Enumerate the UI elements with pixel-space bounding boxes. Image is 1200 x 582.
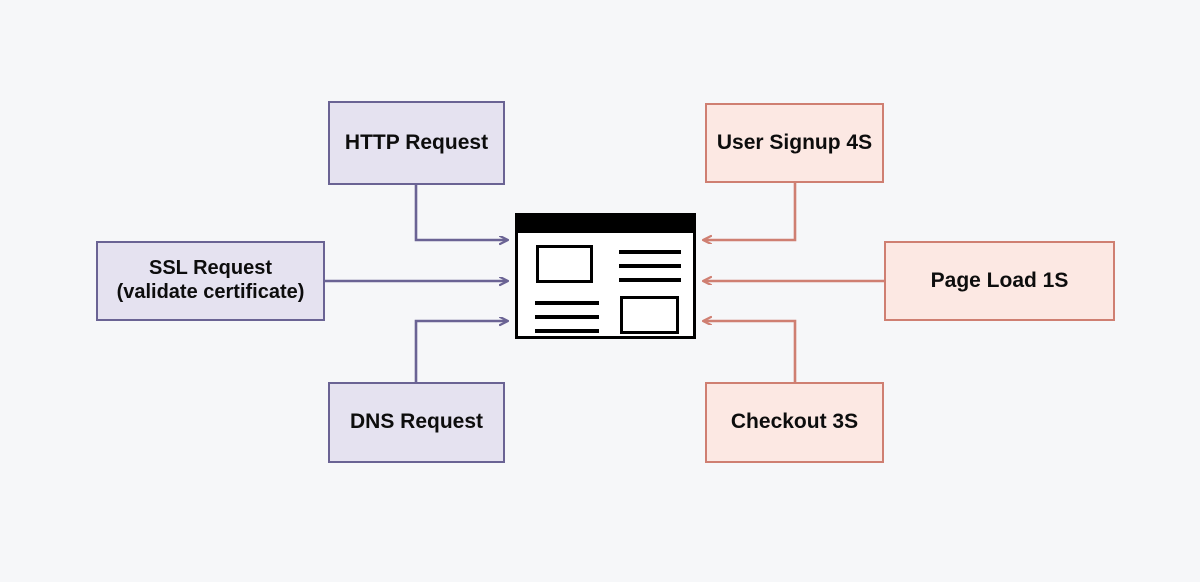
- node-page-load-label: Page Load 1S: [930, 268, 1069, 292]
- connector-user-signup: [704, 183, 797, 240]
- content-text-line-top-right-3: [619, 278, 681, 282]
- content-text-line-bottom-left-1: [535, 301, 599, 305]
- node-http-request-label: HTTP Request: [344, 130, 489, 154]
- browser-window-mockup: [515, 213, 696, 339]
- node-ssl-request-label: SSL Request (validate certificate): [116, 257, 305, 303]
- content-text-line-top-right-2: [619, 264, 681, 268]
- node-ssl-request[interactable]: SSL Request (validate certificate): [96, 241, 325, 321]
- node-dns-request[interactable]: DNS Request: [328, 382, 505, 463]
- node-dns-request-label: DNS Request: [349, 410, 484, 434]
- node-http-request[interactable]: HTTP Request: [328, 101, 505, 185]
- content-image-placeholder-top-left: [536, 245, 593, 283]
- node-checkout-label: Checkout 3S: [730, 410, 859, 434]
- content-text-line-bottom-left-2: [535, 315, 599, 319]
- node-page-load[interactable]: Page Load 1S: [884, 241, 1115, 321]
- node-user-signup[interactable]: User Signup 4S: [705, 103, 884, 183]
- content-text-line-bottom-left-3: [535, 329, 599, 333]
- browser-titlebar: [518, 216, 693, 233]
- node-user-signup-label: User Signup 4S: [716, 130, 873, 154]
- connector-http-request: [414, 185, 507, 240]
- node-checkout[interactable]: Checkout 3S: [705, 382, 884, 463]
- content-text-line-top-right-1: [619, 250, 681, 254]
- browser-content-area: [518, 233, 693, 336]
- content-image-placeholder-bottom-right: [620, 296, 679, 334]
- connector-dns-request: [414, 321, 507, 382]
- connector-checkout: [704, 321, 797, 382]
